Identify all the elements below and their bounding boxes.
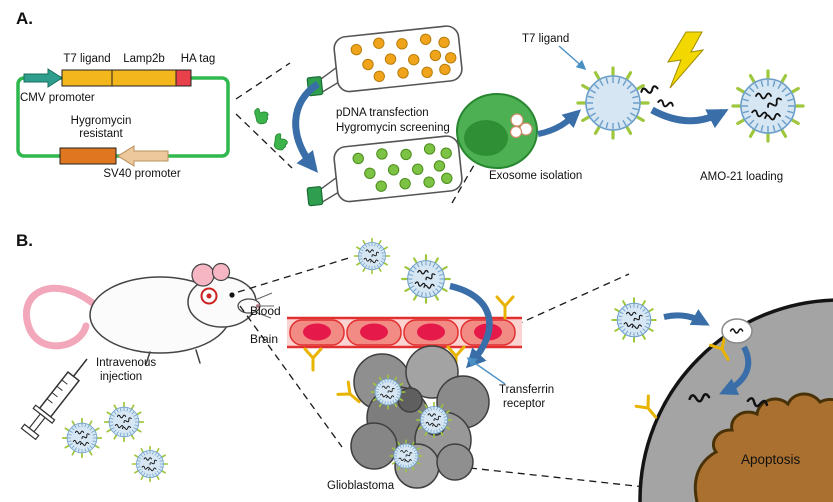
panel-b: B. Intravenous injection	[16, 231, 833, 502]
mouse-tail	[22, 284, 99, 350]
exosome-isolation-label: Exosome isolation	[489, 170, 582, 182]
dashed-connector	[469, 273, 646, 488]
release-arrow	[719, 345, 752, 395]
culture-flask-top	[302, 24, 464, 97]
dashed-connector	[237, 256, 353, 448]
transferrin-receptor-icon	[303, 347, 323, 372]
blood-label: Blood	[250, 304, 281, 318]
tumor-cell-zoom: Apoptosis	[638, 298, 833, 502]
endothelial-cell	[289, 319, 516, 346]
panel-b-label: B.	[16, 231, 33, 250]
brain-label: Brain	[250, 332, 278, 346]
sv40-promoter-arrow	[117, 145, 169, 167]
fusing-vesicle	[721, 318, 753, 344]
mouse-ear	[211, 262, 231, 282]
t7-ligand-pointer	[558, 45, 587, 70]
lamp2b-box	[111, 69, 177, 87]
thumbs-up-icon	[272, 132, 290, 152]
selected-cells-green	[352, 143, 453, 192]
culture-flask-bottom	[302, 134, 464, 207]
tumor-mass	[350, 345, 490, 489]
transfected-cells-orange	[350, 33, 457, 83]
mouse-eye	[229, 292, 235, 298]
t7-ligand-box	[61, 69, 113, 87]
apoptotic-nucleus	[693, 392, 833, 502]
loading-arrow	[650, 106, 729, 129]
t7-ligand-label: T7 ligand	[63, 53, 110, 65]
transferrin-label-1: Transferrin	[499, 384, 554, 396]
dashed-connector	[235, 62, 293, 169]
syringe-icon	[20, 358, 88, 441]
transfection-arrow	[292, 81, 321, 173]
loaded-exosome-icon	[402, 255, 450, 303]
lamp2b-label: Lamp2b	[123, 53, 165, 65]
transferrin-label-2: receptor	[503, 398, 545, 410]
mouse-illustration	[22, 262, 274, 365]
panel-a: A. T7 ligand Lamp2b HA tag CMV promoter …	[16, 9, 803, 207]
loaded-exosome-icon	[612, 298, 655, 341]
glioblastoma-label: Glioblastoma	[327, 480, 395, 492]
loaded-exosome-icon	[733, 71, 803, 141]
ha-tag-label: HA tag	[181, 53, 216, 65]
pdna-transfection-label: pDNA transfection	[336, 107, 429, 119]
mouse-ear	[191, 263, 215, 287]
injection-label-1: Intravenous	[96, 357, 156, 369]
amo-squiggle-icon	[656, 98, 675, 110]
amo-loading-label: AMO-21 loading	[700, 171, 783, 183]
isolation-arrow	[537, 109, 582, 137]
exosome-icon	[576, 66, 650, 140]
loaded-exosome-icon	[355, 239, 390, 274]
loaded-exosome-icon	[105, 403, 144, 442]
cmv-promoter-label: CMV promoter	[20, 92, 95, 104]
injection-label-2: injection	[100, 371, 142, 383]
hygromycin-label-2: resistant	[79, 128, 123, 140]
mouse-whiskers	[254, 292, 274, 319]
cell-nucleus	[464, 120, 508, 156]
tumor-site-ring	[200, 287, 218, 305]
bbb-crossing-arrow	[449, 282, 493, 369]
hygromycin-box	[59, 147, 117, 165]
hygromycin-label-1: Hygromycin	[71, 115, 132, 127]
lightning-bolt-icon	[667, 31, 705, 89]
binding-arrow	[663, 309, 710, 326]
sv40-promoter-label: SV40 promoter	[103, 168, 181, 180]
blood-vessel	[287, 316, 522, 349]
transferrin-receptor-icon	[495, 295, 515, 320]
ha-tag-box	[175, 69, 192, 87]
producer-cell	[456, 93, 538, 169]
transferrin-pointer	[466, 357, 506, 385]
mouse-legs	[145, 349, 201, 365]
thumbs-up-icon	[253, 106, 271, 126]
plasmid-map: T7 ligand Lamp2b HA tag CMV promoter Hyg…	[16, 53, 230, 180]
apoptosis-label: Apoptosis	[741, 452, 801, 467]
t7-ligand-callout-label: T7 ligand	[522, 33, 569, 45]
tumor-site-dot	[206, 293, 212, 299]
panel-a-label: A.	[16, 9, 33, 28]
loaded-exosome-icon	[133, 447, 168, 482]
cmv-promoter-arrow	[23, 68, 63, 88]
loaded-exosome-icon	[63, 419, 102, 458]
hygromycin-screening-label: Hygromycin screening	[336, 122, 450, 134]
exosome-cluster	[509, 113, 533, 139]
